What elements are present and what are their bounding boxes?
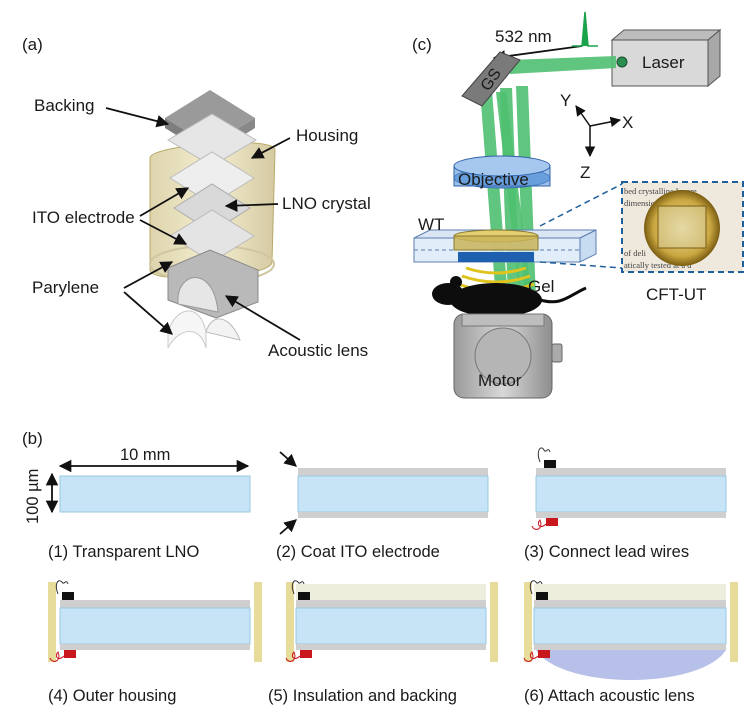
label-height: 100 µm [24,469,42,524]
svg-text:bed crystalline layere: bed crystalline layere [624,186,697,196]
step-3-caption: (3) Connect lead wires [524,543,689,561]
step-4-caption: (4) Outer housing [48,687,176,705]
step-1-caption: (1) Transparent LNO [48,543,199,561]
label-lno-crystal: LNO crystal [282,194,371,213]
step-6-caption: (6) Attach acoustic lens [524,687,695,705]
label-parylene: Parylene [32,278,99,297]
svg-text:atically tested at a d: atically tested at a d [624,260,692,270]
mouse-silhouette [432,276,587,317]
step-6-diagram [523,580,738,680]
step-5-caption: (5) Insulation and backing [268,687,457,705]
arrow-ito-coat-top [279,451,297,467]
motor-stage [453,313,563,399]
label-housing: Housing [296,126,358,145]
arrow-parylene-2 [123,291,173,335]
label-wavelength: 532 nm [495,27,552,46]
ito-electrode-bottom [169,209,255,263]
wire-coil-top-icon [537,447,551,463]
arrow-acoustic-lens [224,295,301,341]
transducer-exploded-view [149,90,276,349]
cft-ut-inset: bed crystalline layere dimension is elec… [621,181,744,273]
arrow-backing [105,107,170,128]
laser-pulse-icon [572,11,598,47]
svg-text:of deli: of deli [624,248,647,258]
acoustic-lens-shape [536,650,726,680]
panel-b-label: (b) [22,429,43,448]
step-4-diagram [48,580,262,662]
label-axis-y: Y [560,91,571,110]
backing-plate [167,113,257,167]
label-width: 10 mm [120,446,170,464]
arrow-parylene-1 [123,261,174,289]
label-wt: WT [418,215,444,234]
label-axis-z: Z [580,163,590,182]
arrow-ito-top [139,187,190,217]
step-1-diagram [59,475,251,513]
step-5-diagram [285,580,498,662]
laser-box [610,28,722,88]
objective-lens [453,155,551,189]
arrow-ito-coat-bottom [279,519,297,535]
wire-coil-bottom-icon [531,519,547,530]
arrow-ito-bottom [139,219,188,245]
label-backing: Backing [34,96,94,115]
label-ito-electrode: ITO electrode [32,208,135,227]
label-objective: Objective [458,170,529,189]
step-3-diagram [531,447,727,530]
label-motor: Motor [478,371,522,390]
panel-a-label: (a) [22,35,43,54]
lead-top [544,460,556,468]
inset-connector-top [539,183,623,227]
galvo-scanner [461,51,521,107]
arrow-lno-crystal [224,199,279,212]
step-2-caption: (2) Coat ITO electrode [276,543,440,561]
step-2-diagram [297,468,489,518]
label-cft-ut: CFT-UT [646,285,706,304]
lead-bottom [546,518,558,526]
label-axis-x: X [622,113,633,132]
inset-connector-bottom [539,261,623,269]
label-gel: Gel [528,277,554,296]
arrow-housing [250,137,291,159]
axes-indicator [575,105,622,158]
label-acoustic-lens: Acoustic lens [268,341,368,360]
label-laser: Laser [642,53,685,72]
panel-c-label: (c) [412,35,432,54]
transducer-mount [453,229,539,262]
